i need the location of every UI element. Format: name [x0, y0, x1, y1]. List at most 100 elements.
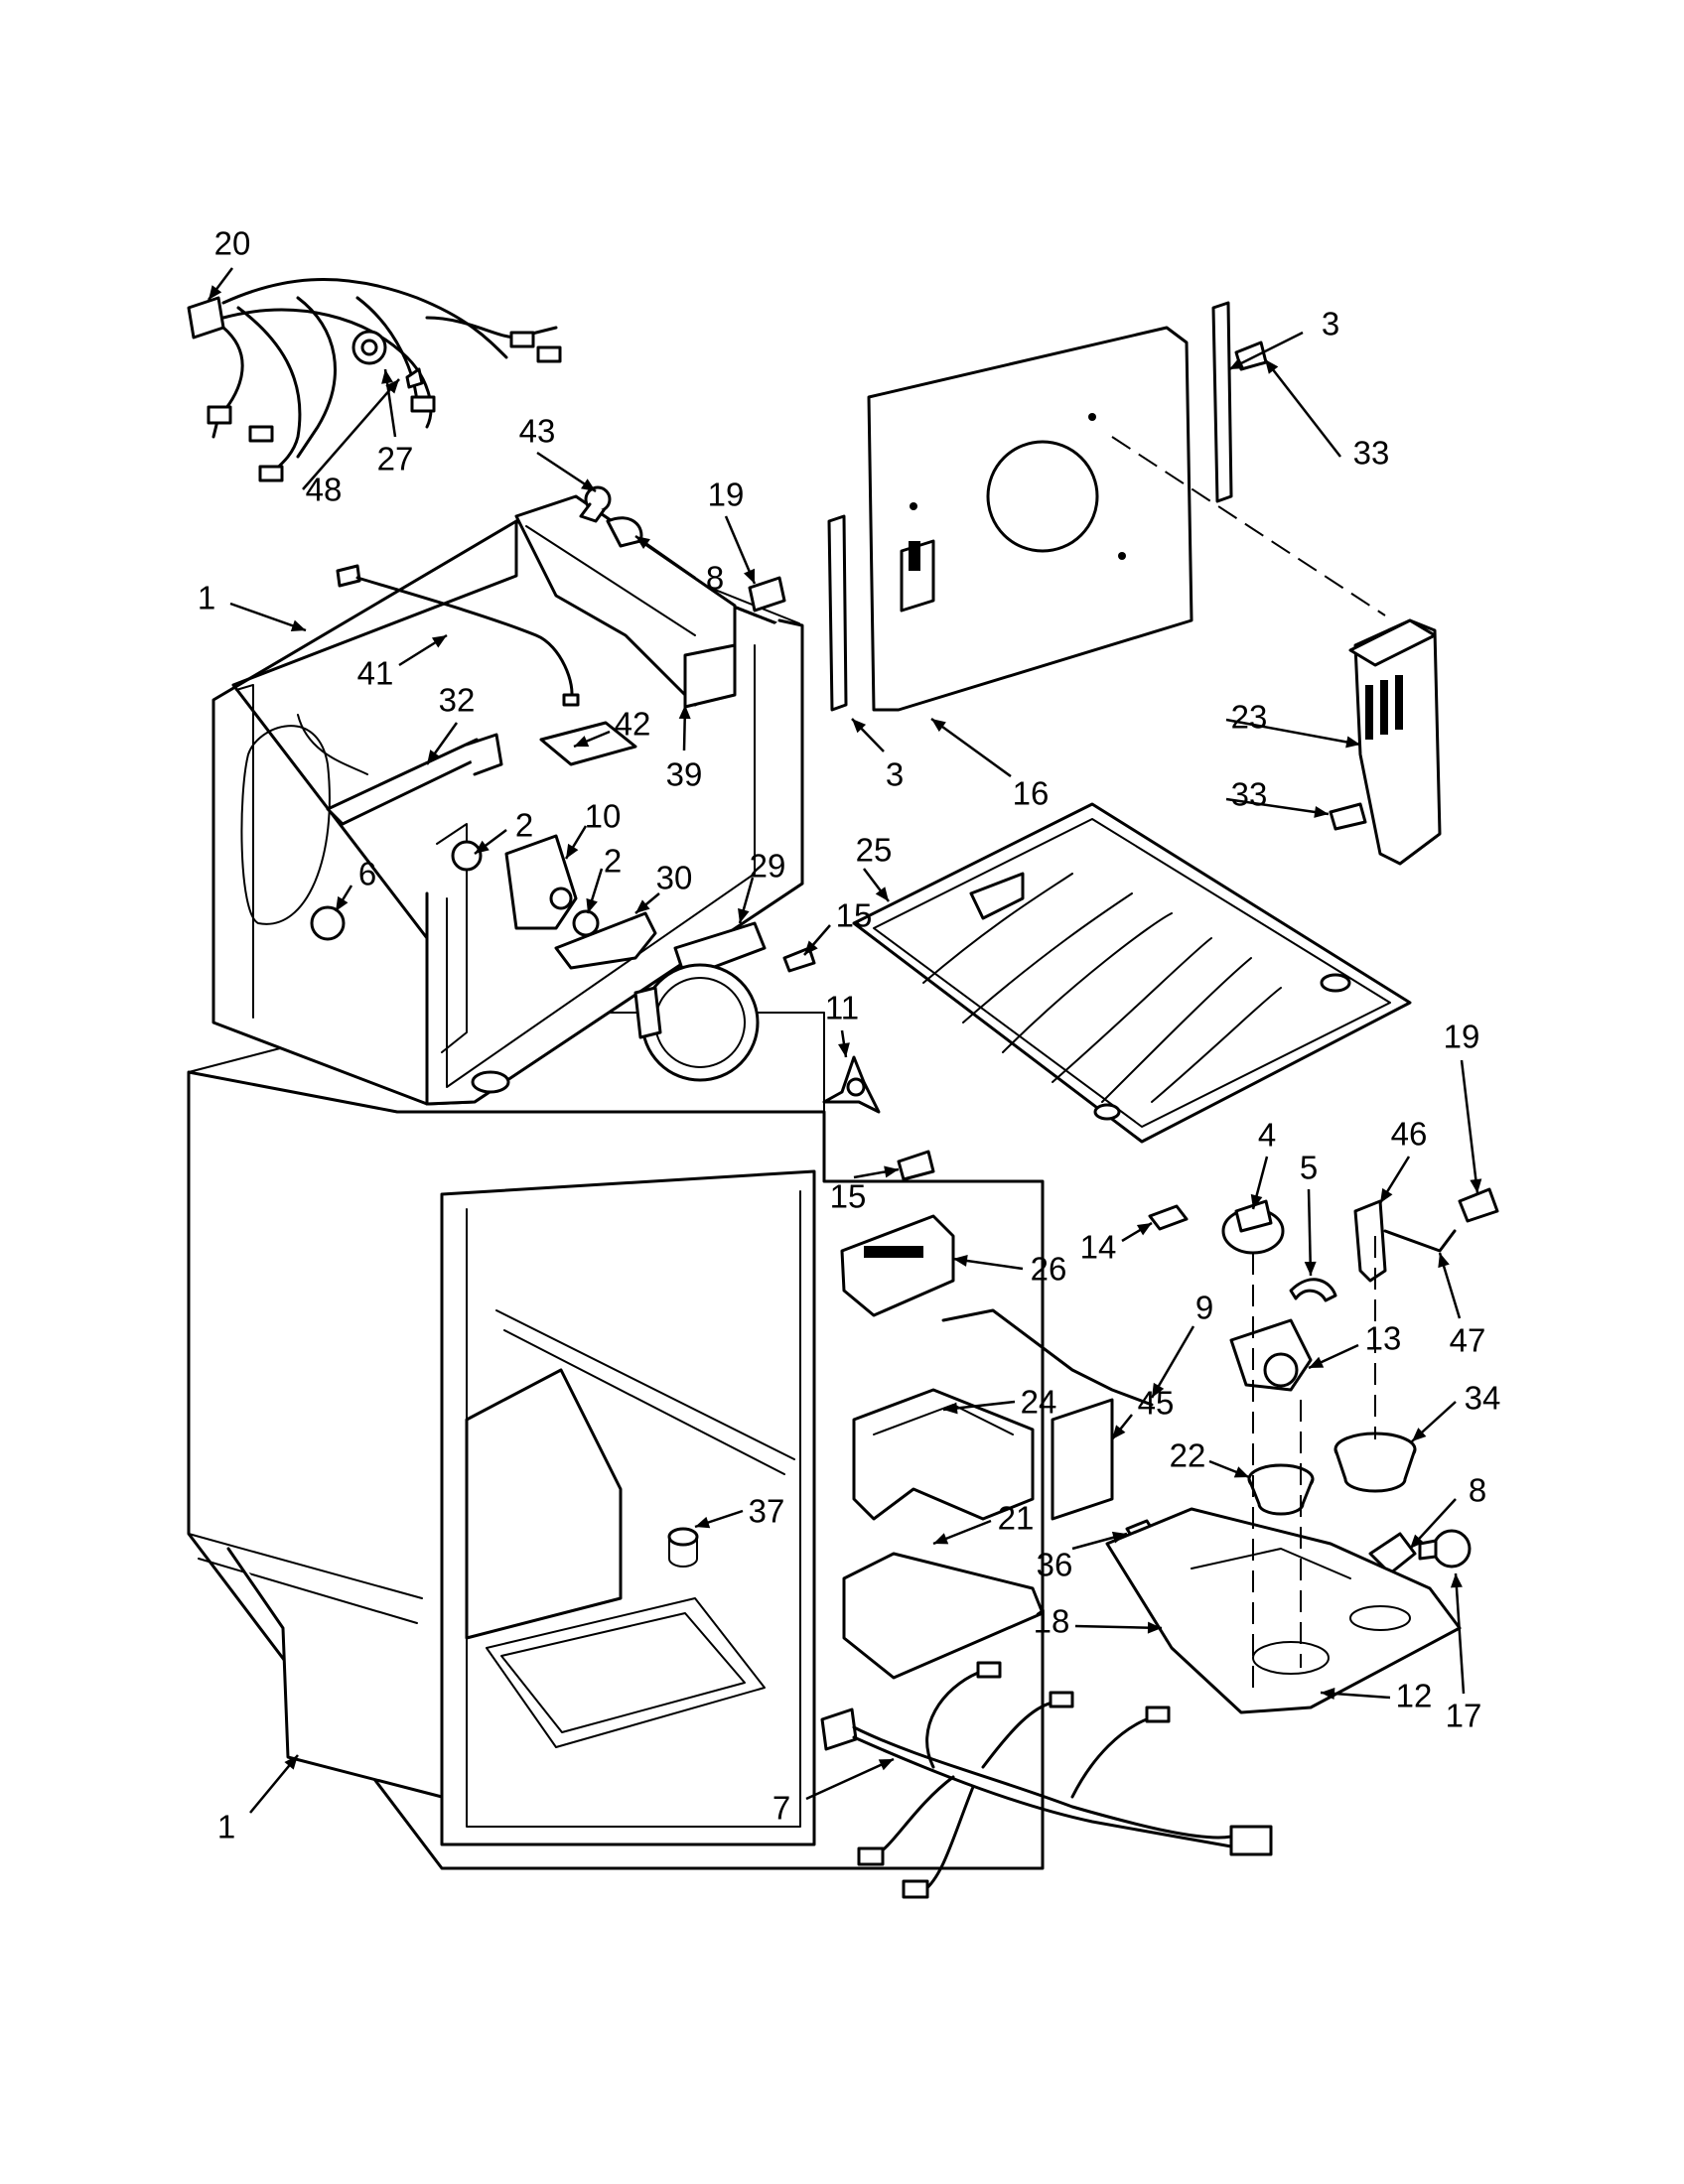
- leader-arrowhead: [1265, 359, 1279, 374]
- leader-line: [1454, 1572, 1466, 1695]
- leader-arrowhead: [586, 897, 598, 913]
- callout-10: 10: [585, 798, 622, 835]
- leader-line: [1307, 1188, 1313, 1277]
- sensor-wire-41: [336, 564, 580, 707]
- fan-shroud: [633, 963, 760, 1082]
- callout-11: 11: [825, 990, 859, 1026]
- clip-14: [1148, 1204, 1189, 1231]
- leader-arrowhead: [738, 907, 750, 923]
- leader-arrowhead: [475, 840, 490, 854]
- evaporator-duct: [514, 494, 737, 709]
- callout-22: 22: [1170, 1437, 1206, 1474]
- leader-lines: [208, 267, 1482, 1814]
- callout-42: 42: [615, 706, 651, 743]
- callout-41: 41: [357, 655, 394, 692]
- callout-19: 19: [708, 477, 745, 513]
- leader-arrowhead: [574, 736, 590, 748]
- leader-line: [930, 717, 1012, 778]
- leader-arrowhead: [878, 1759, 894, 1771]
- screw-15b: [897, 1150, 935, 1181]
- leader-arrowhead: [290, 619, 306, 631]
- knob-2a: [451, 840, 483, 872]
- callout-23: 23: [1231, 699, 1268, 736]
- leader-arrowhead: [695, 1516, 711, 1529]
- leader-arrowhead: [1112, 1425, 1126, 1439]
- leader-arrowhead: [209, 285, 222, 300]
- callout-14: 14: [1080, 1229, 1117, 1266]
- knob-6: [310, 905, 346, 941]
- leader-arrowhead: [1147, 1621, 1162, 1634]
- leader-line: [302, 378, 400, 490]
- switch-19b: [1458, 1187, 1499, 1223]
- leader-arrowhead: [635, 899, 650, 913]
- fan-blade-11: [822, 1055, 881, 1114]
- leader-line: [805, 1757, 895, 1801]
- leader-arrowhead: [1438, 1253, 1450, 1269]
- leader-arrowhead: [931, 719, 946, 733]
- callout-33: 33: [1353, 435, 1390, 472]
- leader-arrowhead: [427, 750, 441, 764]
- leader-arrowhead: [385, 379, 399, 394]
- leader-arrowhead: [1450, 1573, 1463, 1588]
- leader-arrowhead: [1470, 1178, 1482, 1193]
- leader-arrowhead: [1229, 357, 1245, 369]
- callout-9: 9: [1195, 1290, 1213, 1326]
- leader-line: [1460, 1059, 1479, 1194]
- leader-arrowhead: [284, 1755, 298, 1770]
- leader-arrowhead: [804, 940, 818, 955]
- upper-wire-harness: [187, 278, 562, 482]
- cabinet-liner: [187, 1012, 1045, 1870]
- leader-arrowhead: [581, 478, 596, 491]
- callout-8: 8: [1469, 1472, 1486, 1509]
- callout-7: 7: [772, 1790, 790, 1827]
- switch-upper: [748, 576, 786, 613]
- leader-arrowhead: [635, 536, 650, 549]
- screw-33b: [1329, 802, 1367, 831]
- callout-8: 8: [706, 560, 724, 597]
- callout-6: 6: [358, 856, 376, 892]
- callout-4: 4: [1258, 1117, 1276, 1154]
- callout-47: 47: [1450, 1322, 1486, 1359]
- leader-arrowhead: [1321, 1688, 1335, 1700]
- ice-bin-base-12: [1105, 1507, 1462, 1714]
- callout-13: 13: [1365, 1320, 1402, 1357]
- callout-26: 26: [1031, 1251, 1067, 1288]
- leader-arrowhead: [336, 895, 349, 911]
- callout-48: 48: [306, 472, 343, 508]
- callout-46: 46: [1391, 1116, 1428, 1153]
- callout-29: 29: [750, 848, 786, 885]
- evaporator-cover: [867, 326, 1193, 712]
- leader-arrowhead: [953, 1255, 968, 1267]
- callout-15: 15: [836, 897, 873, 934]
- drip-tray: [852, 802, 1412, 1144]
- callout-43: 43: [519, 413, 556, 450]
- callout-20: 20: [214, 225, 251, 262]
- leader-arrowhead: [1304, 1261, 1317, 1276]
- leader-line: [1074, 1624, 1163, 1630]
- callout-27: 27: [377, 441, 414, 478]
- leader-arrowhead: [566, 843, 579, 859]
- bracket-42: [539, 721, 637, 766]
- callout-5: 5: [1300, 1150, 1318, 1186]
- leader-arrowhead: [884, 1165, 899, 1178]
- leader-arrowhead: [678, 705, 691, 720]
- callout-2: 2: [604, 843, 622, 880]
- callout-24: 24: [1021, 1384, 1057, 1421]
- cup-22: [1247, 1463, 1315, 1516]
- callout-labels: 20 27 43 48 19 8 3 33 1 41 42 39 32 2 10…: [198, 225, 1501, 1845]
- leader-arrowhead: [1152, 1382, 1165, 1398]
- leader-arrowhead: [1410, 1534, 1424, 1549]
- defrost-timer-10: [504, 834, 578, 930]
- leader-arrowhead: [1412, 1428, 1427, 1441]
- actuator-13: [1229, 1318, 1313, 1392]
- rod-46: [1353, 1199, 1457, 1283]
- guide-21: [842, 1552, 1045, 1680]
- wire-harness-7: [820, 1661, 1273, 1899]
- side-seal: [827, 301, 1233, 712]
- knob-2b: [572, 909, 600, 937]
- cup-34: [1333, 1432, 1417, 1493]
- leader-arrowhead: [852, 719, 867, 734]
- callout-1: 1: [217, 1809, 235, 1845]
- motor-4: [1221, 1199, 1285, 1255]
- callout-2: 2: [515, 807, 533, 844]
